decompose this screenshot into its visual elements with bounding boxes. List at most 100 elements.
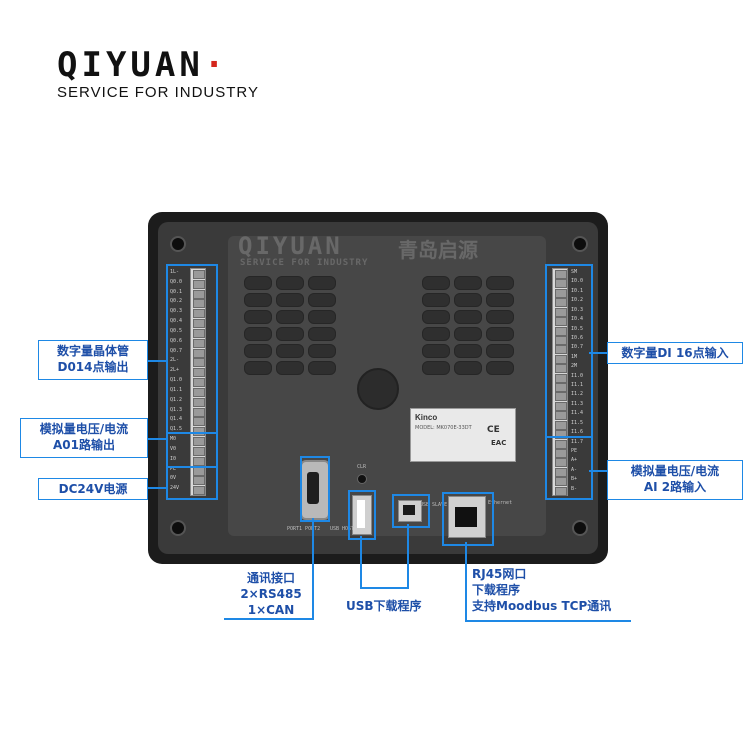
terminal-label: I0.1 <box>571 287 584 294</box>
vent-slot <box>422 310 450 324</box>
terminal-label: 2L- <box>170 357 180 364</box>
terminal-label: I1.4 <box>571 410 584 417</box>
highlight-box-analog-in <box>545 436 593 500</box>
terminal-label: I1.6 <box>571 429 584 436</box>
terminal-screw <box>193 328 205 338</box>
terminal-label: Q0.2 <box>170 298 183 305</box>
terminal-label: Q1.1 <box>170 386 183 393</box>
vent-slot <box>276 327 304 341</box>
terminal-screw <box>193 387 205 397</box>
terminal-screw <box>193 476 205 486</box>
vent-slot <box>308 310 336 324</box>
leader-line <box>360 536 362 588</box>
terminal-screw <box>193 397 205 407</box>
vent-slot <box>454 344 482 358</box>
terminal-screw <box>193 289 205 299</box>
terminal-label: 2M <box>571 363 578 370</box>
vent-slot <box>308 344 336 358</box>
terminal-screw <box>555 401 567 411</box>
highlight-box-digital-out <box>166 264 218 434</box>
highlight-box-analog-out <box>166 432 218 468</box>
terminal-label: I0.3 <box>571 306 584 313</box>
terminal-screw <box>193 378 205 388</box>
terminal-label: 1M <box>571 353 578 360</box>
vent-slot <box>244 344 272 358</box>
vent-slot <box>486 327 514 341</box>
vent-slot <box>454 327 482 341</box>
rear-knob <box>357 368 399 410</box>
terminal-label: B- <box>571 485 578 492</box>
brand-logo: QIYUAN· SERVICE FOR INDUSTRY <box>57 48 259 101</box>
note-line: RJ45网口 <box>472 567 527 581</box>
leader-line <box>407 524 409 589</box>
terminal-label: Q0.6 <box>170 337 183 344</box>
vent-slot <box>308 327 336 341</box>
screw-icon <box>170 520 186 536</box>
terminal-screw <box>193 358 205 368</box>
label-maker: Kinco <box>415 413 438 422</box>
terminal-screw <box>555 288 567 298</box>
highlight-box-power <box>166 466 218 500</box>
terminal-screw <box>555 392 567 402</box>
vent-slot <box>276 293 304 307</box>
terminal-screw <box>193 368 205 378</box>
terminal-label: Q1.3 <box>170 406 183 413</box>
vent-slot <box>486 361 514 375</box>
callout-line: 数字量晶体管 <box>56 344 129 358</box>
vent-slot <box>244 310 272 324</box>
vent-slot <box>276 310 304 324</box>
terminal-label: I0.0 <box>571 278 584 285</box>
terminal-screw <box>555 420 567 430</box>
watermark-tagline: SERVICE FOR INDUSTRY <box>240 258 369 268</box>
leader-line <box>465 620 631 622</box>
terminal-screw <box>555 411 567 421</box>
terminal-label: PE <box>170 465 177 472</box>
terminal-screw <box>555 335 567 345</box>
terminal-label: A- <box>571 466 578 473</box>
terminal-label: Q0.1 <box>170 288 183 295</box>
leader-line <box>360 587 408 589</box>
terminal-label: 0V <box>170 475 177 482</box>
terminal-label: Q1.0 <box>170 377 183 384</box>
terminal-label: 2L+ <box>170 367 180 374</box>
terminal-screw <box>555 270 567 279</box>
leader-line <box>224 618 314 620</box>
label-model: MODEL: MK070E-33DT <box>415 425 472 431</box>
vent-slot <box>422 327 450 341</box>
right-terminal-block <box>552 268 568 496</box>
vent-slot <box>308 293 336 307</box>
terminal-label: V0 <box>170 445 177 452</box>
leader-line <box>465 542 467 622</box>
logo-wordmark: QIYUAN· <box>57 45 229 85</box>
callout-line: A01路输出 <box>53 438 115 452</box>
screw-icon <box>170 236 186 252</box>
terminal-screw <box>193 446 205 456</box>
terminal-screw <box>193 270 205 279</box>
terminal-label: I0.2 <box>571 297 584 304</box>
vent-slot <box>486 276 514 290</box>
vent-slot <box>244 361 272 375</box>
terminal-screw <box>555 345 567 355</box>
leader-line <box>146 438 166 440</box>
usb-slave-port <box>398 500 422 522</box>
vent-slot <box>244 276 272 290</box>
note-comm: 通讯接口 2×RS485 1×CAN <box>236 570 306 618</box>
usb-host-label: USB HOST <box>330 526 355 532</box>
terminal-screw <box>555 326 567 336</box>
note-line: 2×RS485 <box>240 587 302 601</box>
vent-slot <box>276 276 304 290</box>
ethernet-label: Ethernet <box>488 500 513 506</box>
leader-line <box>146 360 166 362</box>
terminal-screw <box>193 319 205 329</box>
terminal-screw <box>555 354 567 364</box>
terminal-label: I0.5 <box>571 325 584 332</box>
terminal-screw <box>555 317 567 327</box>
terminal-label: M0 <box>170 436 177 443</box>
terminal-screw <box>555 477 567 487</box>
vent-slot <box>454 276 482 290</box>
callout-line: D014点输出 <box>57 360 129 374</box>
terminal-label: 1L- <box>170 269 180 275</box>
callout-analog-output: 模拟量电压/电流 A01路输出 <box>20 418 148 458</box>
note-line: 下载程序 <box>472 583 521 597</box>
clr-button <box>357 474 367 484</box>
